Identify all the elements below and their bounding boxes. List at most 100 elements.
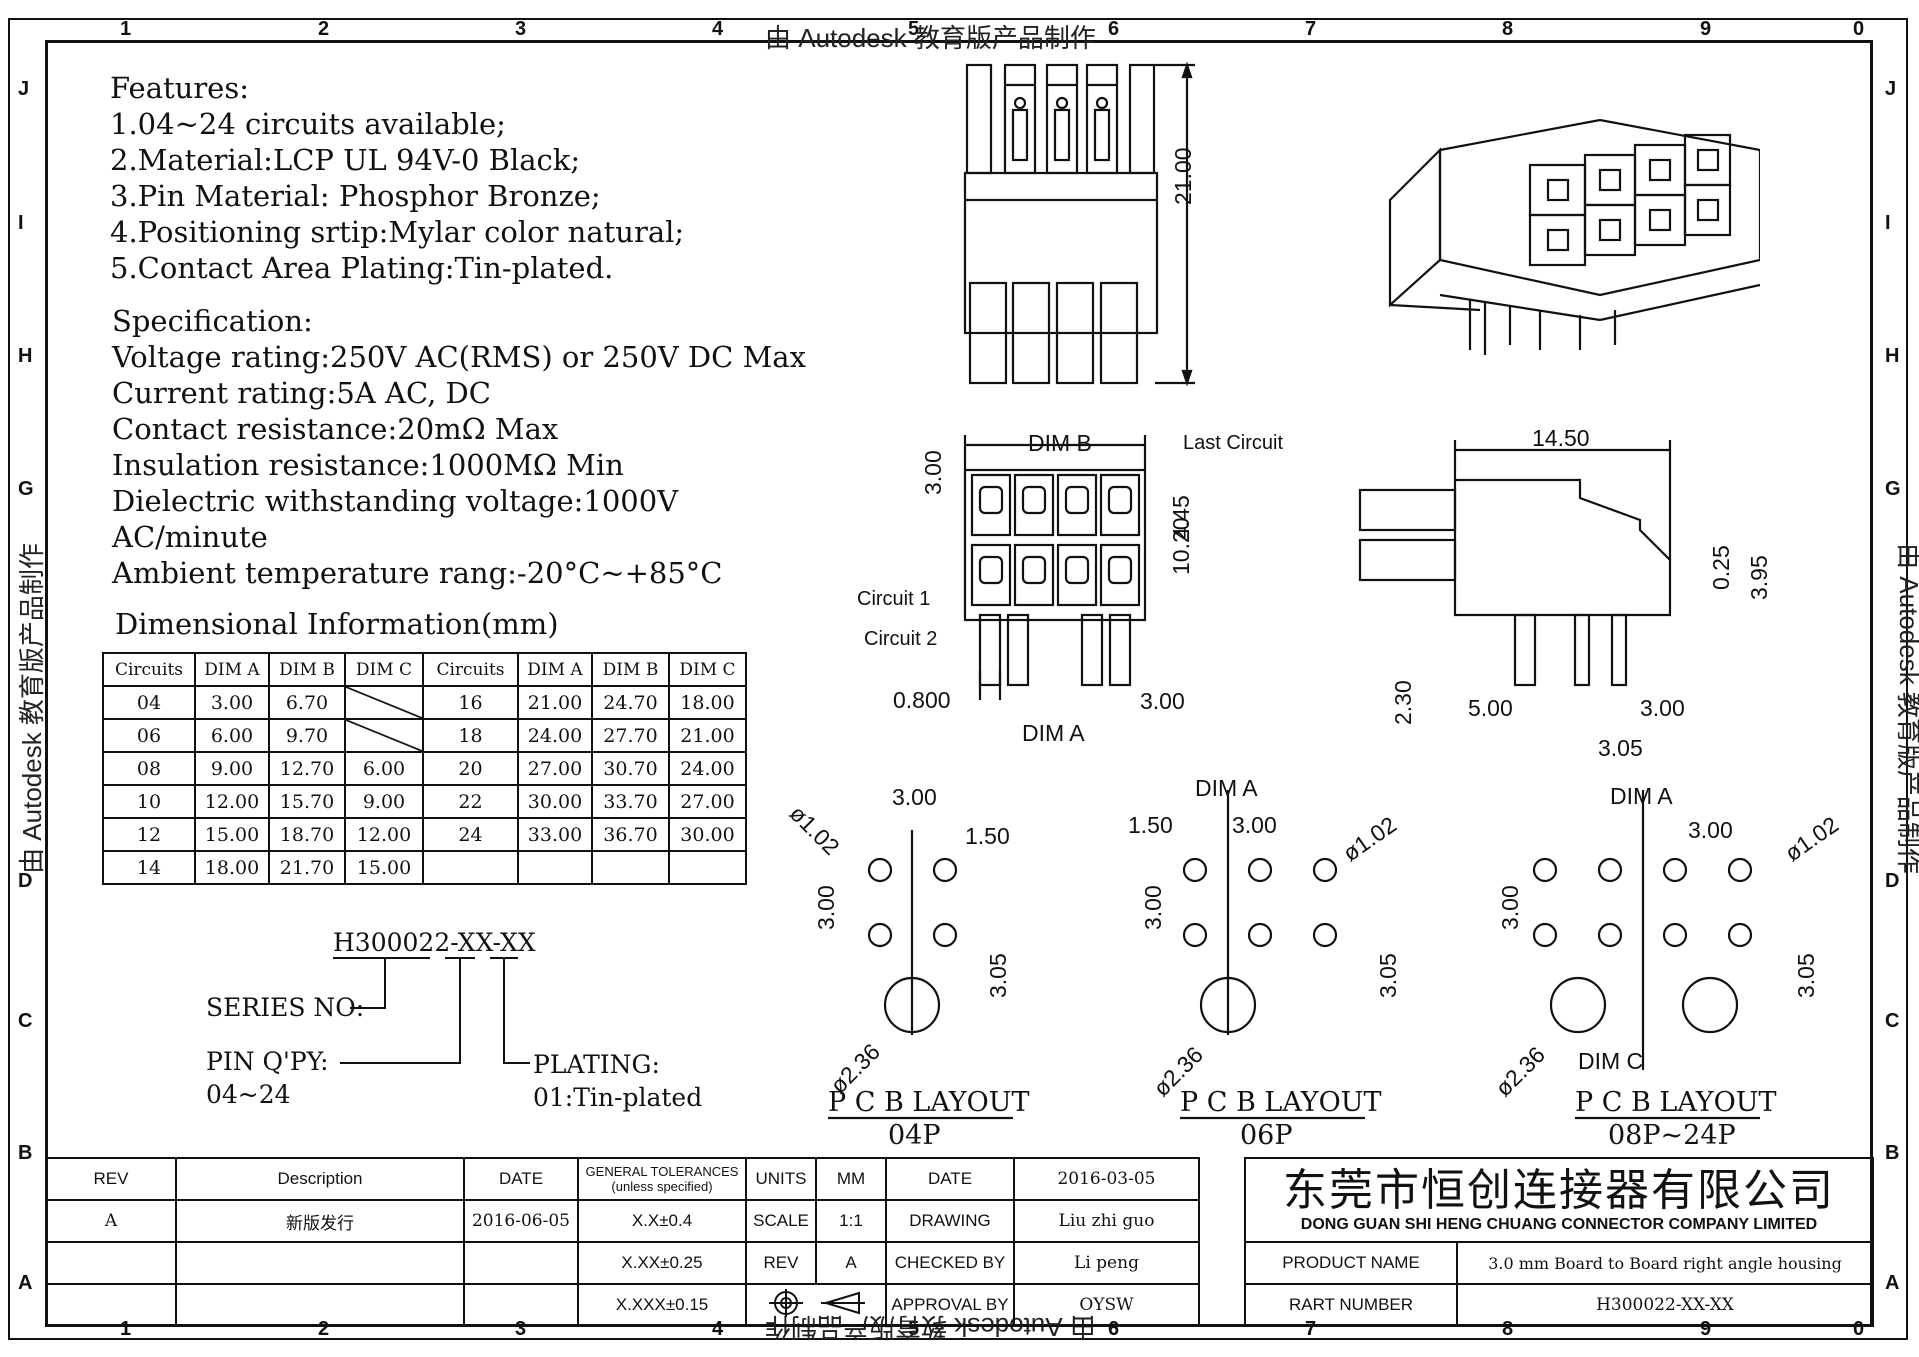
tb-drawing-val: Liu zhi guo	[1013, 1199, 1200, 1243]
part-code: H300022-XX-XX	[333, 928, 536, 957]
feature-item: 2.Material:LCP UL 94V-0 Black;	[110, 143, 581, 177]
zone-row-G: G	[18, 478, 34, 500]
l2-v2: 3.05	[1375, 953, 1401, 998]
side-dim-500: 5.00	[1468, 695, 1513, 721]
tb-empty	[45, 1241, 177, 1285]
face-dim-0800: 0.800	[893, 687, 951, 713]
tb-empty	[45, 1283, 177, 1327]
dim-table-cell	[591, 850, 670, 885]
dim-table-cell: 08	[102, 751, 196, 786]
tb-product-val: 3.0 mm Board to Board right angle housin…	[1456, 1241, 1874, 1285]
title-block-left: REV Description DATE GENERAL TOLERANCES(…	[45, 1157, 1200, 1327]
zone-row-B: B	[1885, 1142, 1900, 1164]
face-circuit-2: Circuit 2	[864, 628, 938, 650]
zone-col-5: 5	[908, 18, 920, 40]
dim-table-cell: 24.70	[591, 685, 670, 720]
dim-table-cell: 27.00	[517, 751, 593, 786]
l2-d2: 1.50	[1128, 812, 1173, 838]
feature-item: 5.Contact Area Plating:Tin-plated.	[110, 251, 614, 285]
dim-table-cell: 18.70	[268, 817, 346, 852]
tb-rev-lbl-val: A	[815, 1241, 887, 1285]
l1-v1: 3.00	[813, 885, 839, 930]
zone-col-1: 1	[120, 1318, 132, 1340]
features-block: Features: 1.04~24 circuits available; 2.…	[110, 70, 684, 286]
dim-table-cell: 9.00	[344, 784, 424, 819]
feature-item: 1.04~24 circuits available;	[110, 107, 506, 141]
spec-item: Ambient temperature rang:-20°C~+85°C	[112, 556, 723, 590]
dim-table-cell: 33.70	[591, 784, 670, 819]
dim-table-cell: 14	[102, 850, 196, 885]
tb-company-cn: 东莞市恒创连接器有限公司	[1283, 1166, 1835, 1215]
dim-table-cell: 6.00	[344, 751, 424, 786]
zone-row-D: D	[1885, 870, 1900, 892]
dim-table-cell: 20	[422, 751, 519, 786]
face-dim-300b: 3.00	[1140, 688, 1185, 714]
tb-tol-h: GENERAL TOLERANCES(unless specified)	[577, 1157, 747, 1201]
tb-date-h: DATE	[463, 1157, 579, 1201]
dim-table-cell	[344, 685, 424, 720]
face-circuit-1: Circuit 1	[857, 588, 931, 610]
dim-table-cell: 21.00	[668, 718, 747, 753]
dim-table-cell: 16	[422, 685, 519, 720]
l1-title: P C B LAYOUT	[828, 1087, 1030, 1118]
l2-d1: DIM A	[1195, 775, 1258, 801]
dim-table-cell: 21.00	[517, 685, 593, 720]
dim-table-cell: 18	[422, 718, 519, 753]
zone-col-8: 8	[1502, 18, 1514, 40]
isometric-view-drawing	[1388, 118, 1760, 355]
dim-table-cell	[668, 850, 747, 885]
face-dim-a: DIM A	[1022, 720, 1085, 746]
dim-table-cell: 36.70	[591, 817, 670, 852]
l1-v2: 3.05	[985, 953, 1011, 998]
dim-table-cell: 24.00	[668, 751, 747, 786]
l3-d1: DIM A	[1610, 783, 1673, 809]
l3-sub: 08P~24P	[1608, 1120, 1736, 1151]
zone-row-J: J	[18, 78, 30, 100]
tb-part-lbl: RART NUMBER	[1244, 1283, 1458, 1327]
face-dim-b: DIM B	[1028, 430, 1092, 456]
tb-empty	[463, 1241, 579, 1285]
series-label: SERIES NO:	[206, 993, 365, 1022]
l2-v1: 3.00	[1140, 885, 1166, 930]
spec-item: AC/minute	[112, 520, 268, 554]
tb-rev-lbl: REV	[745, 1241, 817, 1285]
zone-col-3: 3	[515, 1318, 527, 1340]
l3-v2: 3.05	[1793, 953, 1819, 998]
l3-title: P C B LAYOUT	[1575, 1087, 1777, 1118]
l3-d3: 3.00	[1688, 817, 1733, 843]
tb-tol-h1: GENERAL TOLERANCES	[585, 1164, 739, 1179]
tb-empty	[175, 1241, 465, 1285]
l1-d2: 1.50	[965, 823, 1010, 849]
dim-table-cell: 24.00	[517, 718, 593, 753]
tb-product-lbl: PRODUCT NAME	[1244, 1241, 1458, 1285]
l3-v1: 3.00	[1497, 885, 1523, 930]
zone-col-4: 4	[712, 18, 724, 40]
tb-tol1: X.X±0.4	[577, 1199, 747, 1243]
zone-col-9: 9	[1700, 18, 1712, 40]
zone-col-0: 0	[1853, 18, 1865, 40]
dim-table-cell: 15.00	[344, 850, 424, 885]
tb-checked: CHECKED BY	[885, 1241, 1015, 1285]
dim-table-cell: 30.00	[517, 784, 593, 819]
pin-range: 04~24	[206, 1080, 291, 1109]
dim-table-cell: 33.00	[517, 817, 593, 852]
tb-empty	[463, 1283, 579, 1327]
zone-col-5: 5	[908, 1318, 920, 1340]
tb-rev-val: A	[45, 1199, 177, 1243]
face-last-circuit: Last Circuit	[1183, 432, 1284, 454]
tb-company: 东莞市恒创连接器有限公司 DONG GUAN SHI HENG CHUANG C…	[1244, 1157, 1874, 1243]
zone-row-B: B	[18, 1142, 33, 1164]
tb-tol2: X.XX±0.25	[577, 1241, 747, 1285]
tb-checked-val: Li peng	[1013, 1241, 1200, 1285]
feature-item: 3.Pin Material: Phosphor Bronze;	[110, 179, 601, 213]
zone-row-C: C	[1885, 1010, 1900, 1032]
dim-table-cell: 3.00	[194, 685, 270, 720]
zone-col-1: 1	[120, 18, 132, 40]
spec-item: Contact resistance:20mΩ Max	[112, 412, 559, 446]
